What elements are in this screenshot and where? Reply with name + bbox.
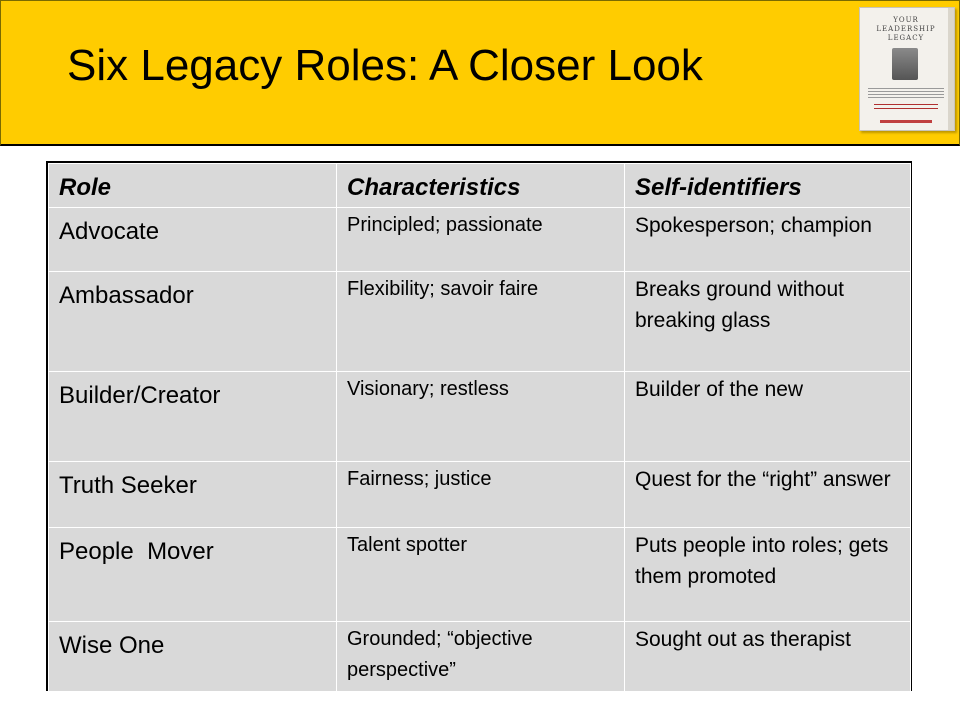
role-cell: Advocate <box>48 207 337 272</box>
self-identifiers-cell: Sought out as therapist <box>624 621 911 692</box>
characteristics-cell: Fairness; justice <box>336 461 625 528</box>
book-cover-photo <box>892 48 918 80</box>
table-row: Builder/Creator Visionary; restless Buil… <box>48 371 911 462</box>
role-cell: Ambassador <box>48 271 337 372</box>
characteristics-cell: Flexibility; savoir faire <box>336 271 625 372</box>
table-row: Ambassador Flexibility; savoir faire Bre… <box>48 271 911 372</box>
table-row: People Mover Talent spotter Puts people … <box>48 527 911 622</box>
table-row: Wise One Grounded; “objective perspectiv… <box>48 621 911 692</box>
column-header-role: Role <box>48 163 337 208</box>
column-header-self-identifiers: Self-identifiers <box>624 163 911 208</box>
self-identifiers-cell: Spokesperson; champion <box>624 207 911 272</box>
self-identifiers-cell: Builder of the new <box>624 371 911 462</box>
characteristics-cell: Visionary; restless <box>336 371 625 462</box>
role-cell: Wise One <box>48 621 337 692</box>
characteristics-cell: Talent spotter <box>336 527 625 622</box>
book-spine <box>948 8 954 130</box>
characteristics-cell: Grounded; “objective perspective” <box>336 621 625 692</box>
characteristics-cell: Principled; passionate <box>336 207 625 272</box>
role-cell: People Mover <box>48 527 337 622</box>
self-identifiers-cell: Puts people into roles; gets them promot… <box>624 527 911 622</box>
column-header-characteristics: Characteristics <box>336 163 625 208</box>
table-header-row: Role Characteristics Self-identifiers <box>48 163 911 208</box>
book-title-line: LEGACY <box>887 34 925 42</box>
book-cover-image: YOUR LEADERSHIP LEGACY <box>859 7 955 131</box>
book-cover-footer <box>880 120 932 123</box>
book-title-line: YOUR <box>893 16 919 24</box>
self-identifiers-cell: Breaks ground without breaking glass <box>624 271 911 372</box>
slide-title: Six Legacy Roles: A Closer Look <box>67 41 703 90</box>
title-banner: Six Legacy Roles: A Closer Look YOUR LEA… <box>0 0 960 146</box>
self-identifiers-cell: Quest for the “right” answer <box>624 461 911 528</box>
legacy-roles-table: Role Characteristics Self-identifiers Ad… <box>46 161 912 692</box>
roles-table: Role Characteristics Self-identifiers Ad… <box>48 163 911 692</box>
table-row: Truth Seeker Fairness; justice Quest for… <box>48 461 911 528</box>
table-row: Advocate Principled; passionate Spokespe… <box>48 207 911 272</box>
role-cell: Builder/Creator <box>48 371 337 462</box>
book-cover-authors <box>874 104 938 112</box>
role-cell: Truth Seeker <box>48 461 337 528</box>
book-cover-title: YOUR LEADERSHIP LEGACY <box>866 16 946 43</box>
book-title-line: LEADERSHIP <box>876 25 936 33</box>
book-cover-tagline <box>868 88 944 98</box>
